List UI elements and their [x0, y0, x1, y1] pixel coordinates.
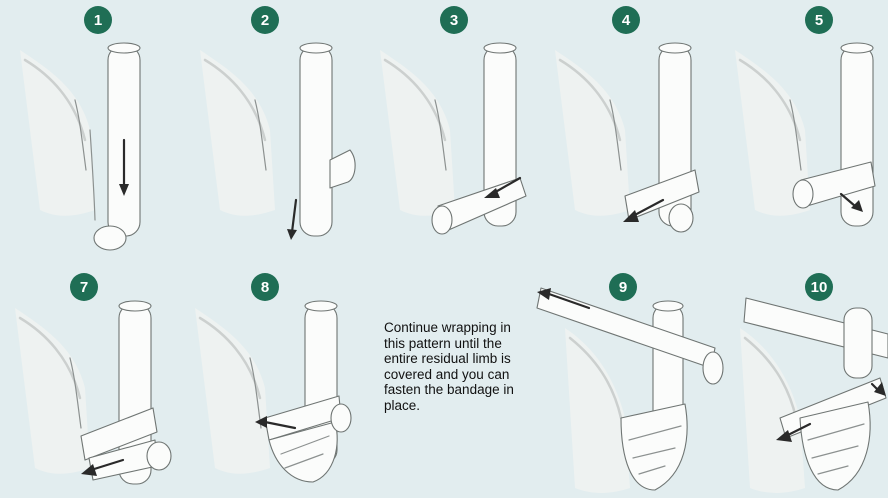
step-1-illustration — [20, 10, 170, 240]
step-5-illustration — [735, 10, 885, 240]
instruction-caption: Continue wrapping in this pattern until … — [384, 320, 514, 413]
step-3-badge: 3 — [440, 6, 468, 34]
step-9-illustration — [535, 268, 685, 498]
step-4-illustration — [555, 10, 705, 240]
step-8-badge: 8 — [251, 273, 279, 301]
step-9-badge: 9 — [609, 273, 637, 301]
step-1-badge: 1 — [84, 6, 112, 34]
step-2-badge: 2 — [251, 6, 279, 34]
step-7-illustration — [15, 268, 165, 498]
step-7-badge: 7 — [70, 273, 98, 301]
step-3-illustration — [380, 10, 530, 240]
step-8-illustration — [195, 268, 345, 498]
step-5-badge: 5 — [805, 6, 833, 34]
step-10-badge: 10 — [805, 273, 833, 301]
step-4-badge: 4 — [612, 6, 640, 34]
step-10-illustration — [740, 268, 888, 498]
step-2-illustration — [200, 10, 350, 240]
